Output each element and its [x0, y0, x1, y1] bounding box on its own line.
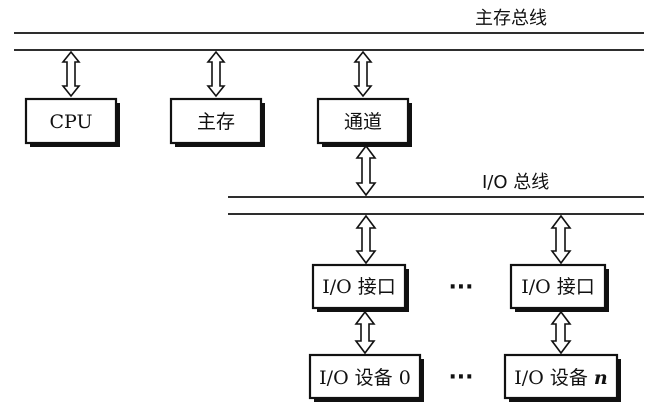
- io-interface-first-node: I/O 接口: [311, 263, 409, 312]
- io-interface-ellipsis: ···: [448, 275, 473, 300]
- io-interface-last-bus-arrow: [550, 214, 572, 265]
- channel-node: 通道: [316, 97, 412, 147]
- cpu-label: CPU: [49, 111, 92, 133]
- io-interface-last-label: I/O 接口: [521, 276, 595, 298]
- io-device-first-prefix: I/O 设备: [319, 367, 399, 389]
- io-interface-first-bus-arrow: [355, 214, 377, 265]
- main-memory-bus-arrow: [206, 50, 226, 98]
- main-memory-node: 主存: [169, 97, 265, 147]
- io-device-ellipsis: ···: [448, 365, 473, 390]
- io-device-first-index: 0: [399, 367, 411, 389]
- io-interface-last-node: I/O 接口: [509, 263, 609, 312]
- cpu-node: CPU: [24, 97, 120, 147]
- cpu-bus-arrow: [61, 50, 81, 98]
- io-device-first-label: I/O 设备 0: [319, 367, 411, 389]
- io-interface-first-label: I/O 接口: [322, 276, 396, 298]
- io-device-last-prefix: I/O 设备: [514, 367, 594, 389]
- io-device-last-node: I/O 设备 n: [503, 353, 621, 402]
- io-device-last-arrow: [550, 310, 572, 355]
- io-bus-label: I/O 总线: [482, 172, 549, 193]
- channel-label: 通道: [344, 111, 382, 133]
- channel-io-bus-arrow: [355, 144, 377, 197]
- main-memory-label: 主存: [197, 111, 235, 133]
- channel-main-bus-arrow: [353, 50, 373, 98]
- io-device-first-arrow: [354, 310, 376, 355]
- io-device-last-index: n: [594, 367, 608, 389]
- io-device-first-node: I/O 设备 0: [308, 353, 424, 402]
- io-device-last-label: I/O 设备 n: [514, 367, 607, 389]
- main-bus-label: 主存总线: [475, 8, 547, 29]
